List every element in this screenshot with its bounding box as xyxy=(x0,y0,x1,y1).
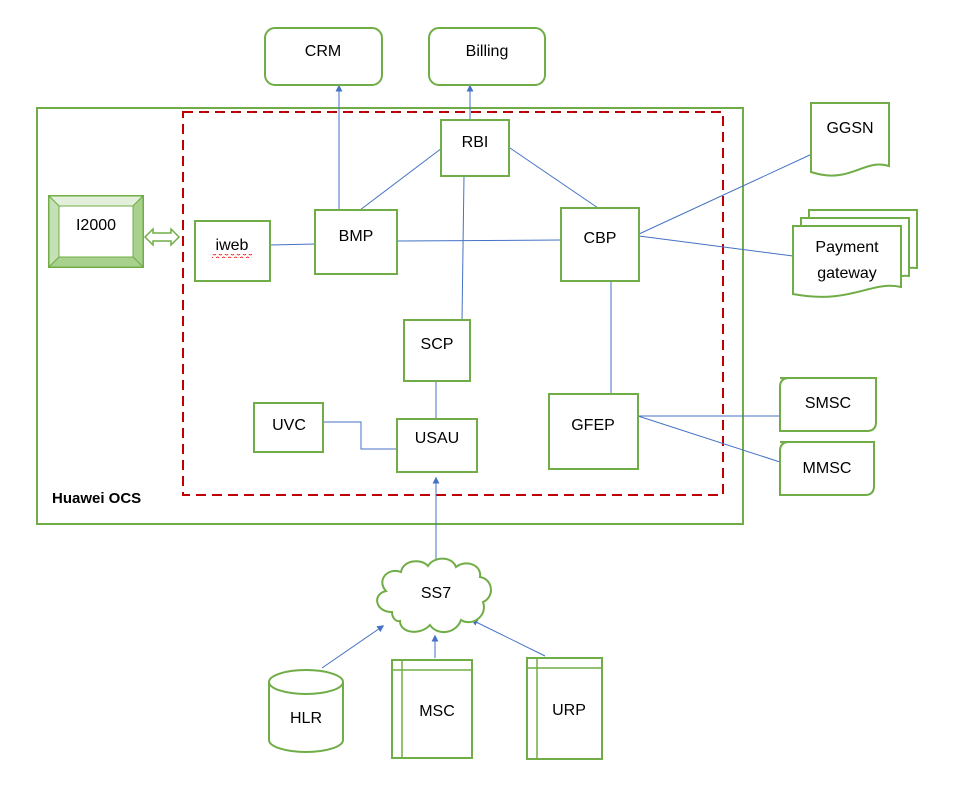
scp-label: SCP xyxy=(421,336,454,353)
ggsn-label: GGSN xyxy=(826,120,873,137)
connections xyxy=(269,84,813,669)
core-boundary-dashed xyxy=(182,111,724,496)
bmp-label: BMP xyxy=(339,228,374,245)
payment-gateway-label-line1: Payment xyxy=(815,239,879,256)
i2000-label: I2000 xyxy=(76,217,116,234)
link-urp-ss7 xyxy=(470,619,546,657)
smsc-label: SMSC xyxy=(805,395,851,412)
node-ss7[interactable]: SS7 xyxy=(376,557,492,633)
billing-label: Billing xyxy=(466,43,509,60)
spellcheck-squiggle xyxy=(212,254,252,258)
link-hlr-ss7 xyxy=(321,625,385,669)
link-rbi-bmp xyxy=(359,147,443,211)
node-iweb[interactable]: iweb xyxy=(194,220,271,282)
ss7-label: SS7 xyxy=(421,585,451,602)
urp-label: URP xyxy=(552,702,586,719)
node-rbi[interactable]: RBI xyxy=(440,119,510,177)
link-rbi-cbp xyxy=(509,147,599,209)
cbp-label: CBP xyxy=(584,230,617,247)
link-cbp-payment xyxy=(638,235,794,257)
link-rbi-scp xyxy=(461,175,465,321)
node-urp[interactable]: URP xyxy=(526,657,603,760)
node-scp[interactable]: SCP xyxy=(403,319,471,382)
node-smsc[interactable]: SMSC xyxy=(779,377,877,432)
node-ggsn[interactable]: GGSN xyxy=(810,102,890,177)
crm-label: CRM xyxy=(305,43,341,60)
hlr-label: HLR xyxy=(290,710,322,727)
node-bmp[interactable]: BMP xyxy=(314,209,398,275)
node-billing[interactable]: Billing xyxy=(428,27,546,86)
link-cbp-ggsn xyxy=(638,153,813,235)
link-bmp-cbp xyxy=(397,239,562,242)
huawei-ocs-container xyxy=(36,107,744,525)
node-msc[interactable]: MSC xyxy=(391,659,473,759)
payment-gateway-label-line2: gateway xyxy=(817,265,877,282)
node-usau[interactable]: USAU xyxy=(396,418,478,473)
node-uvc[interactable]: UVC xyxy=(253,402,324,453)
link-gfep-mmsc xyxy=(637,415,781,463)
usau-label: USAU xyxy=(415,430,459,447)
i2000-iweb-double-arrow xyxy=(143,227,181,247)
node-crm[interactable]: CRM xyxy=(264,27,383,86)
node-cbp[interactable]: CBP xyxy=(560,207,640,282)
gfep-label: GFEP xyxy=(571,417,615,434)
node-hlr[interactable]: HLR xyxy=(268,669,344,753)
link-iweb-bmp xyxy=(269,243,317,246)
rbi-label: RBI xyxy=(462,134,489,151)
node-mmsc[interactable]: MMSC xyxy=(779,441,875,496)
node-gfep[interactable]: GFEP xyxy=(548,393,639,470)
iweb-label: iweb xyxy=(216,237,249,254)
msc-label: MSC xyxy=(419,703,455,720)
mmsc-label: MMSC xyxy=(803,460,852,477)
node-payment-gateway[interactable]: Payment gateway xyxy=(792,209,918,298)
uvc-label: UVC xyxy=(272,417,306,434)
node-i2000[interactable]: I2000 xyxy=(47,194,145,269)
link-uvc-usau xyxy=(323,421,397,450)
huawei-ocs-label: Huawei OCS xyxy=(52,490,141,507)
